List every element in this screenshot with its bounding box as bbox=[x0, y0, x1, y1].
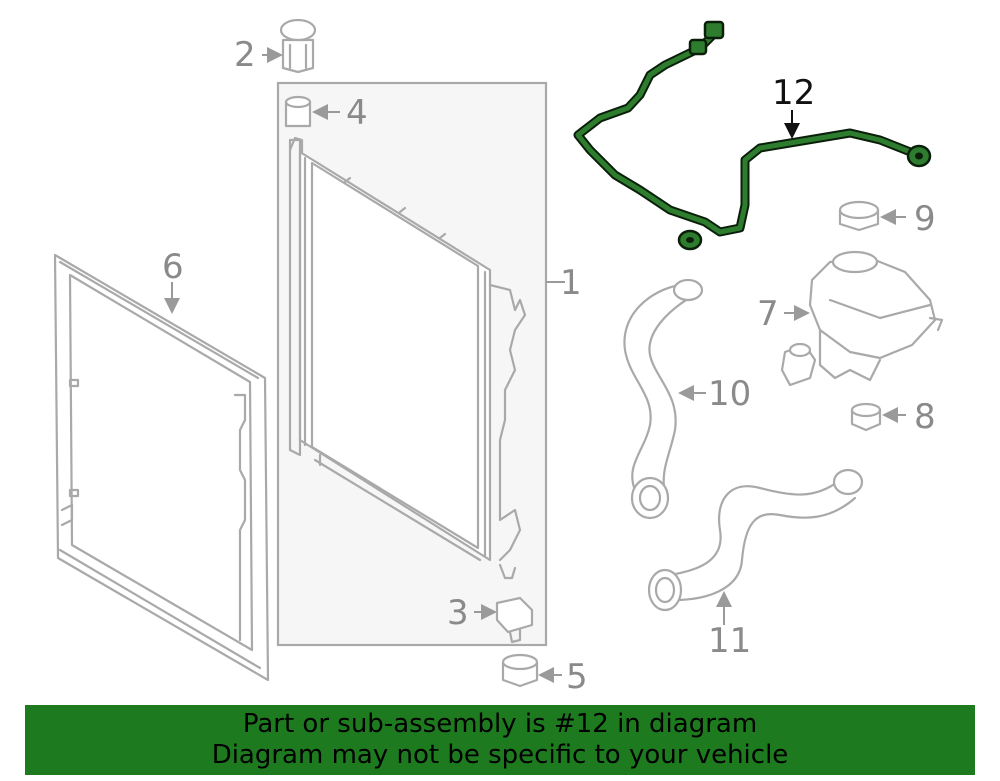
callout-5: 5 bbox=[566, 657, 588, 697]
info-banner: Part or sub-assembly is #12 in diagram D… bbox=[25, 705, 975, 775]
grommet-part-5 bbox=[501, 653, 539, 688]
callout-6: 6 bbox=[162, 247, 184, 287]
banner-line-1: Part or sub-assembly is #12 in diagram bbox=[242, 709, 758, 739]
callout-1: 1 bbox=[560, 263, 582, 303]
expansion-tank-part-7 bbox=[780, 250, 944, 387]
hose-part-12 bbox=[573, 20, 932, 251]
hose-part-10 bbox=[623, 278, 704, 520]
callout-11: 11 bbox=[708, 621, 751, 661]
leader-lines bbox=[164, 47, 906, 683]
cap-part-9 bbox=[838, 200, 880, 232]
hose-part-11 bbox=[647, 468, 864, 612]
callout-9: 9 bbox=[914, 199, 936, 239]
fan-shroud-frame bbox=[53, 253, 270, 682]
callout-12: 12 bbox=[772, 73, 815, 113]
callout-3: 3 bbox=[447, 593, 469, 633]
callout-4: 4 bbox=[346, 93, 368, 133]
callout-labels: 1 2 3 4 5 6 7 8 9 10 11 12 bbox=[162, 35, 936, 697]
grommet-part-8 bbox=[850, 402, 882, 432]
parts-diagram: 1 2 3 4 5 6 7 8 9 10 11 12 bbox=[53, 18, 944, 697]
radiator-assembly bbox=[276, 81, 548, 647]
bracket-part-3 bbox=[495, 596, 534, 644]
cap-part-2 bbox=[279, 18, 317, 74]
callout-7: 7 bbox=[757, 294, 779, 334]
banner-line-2: Diagram may not be specific to your vehi… bbox=[211, 740, 789, 770]
callout-8: 8 bbox=[914, 397, 936, 437]
callout-2: 2 bbox=[234, 35, 256, 75]
bushing-part-4 bbox=[284, 95, 312, 128]
callout-10: 10 bbox=[708, 374, 751, 414]
